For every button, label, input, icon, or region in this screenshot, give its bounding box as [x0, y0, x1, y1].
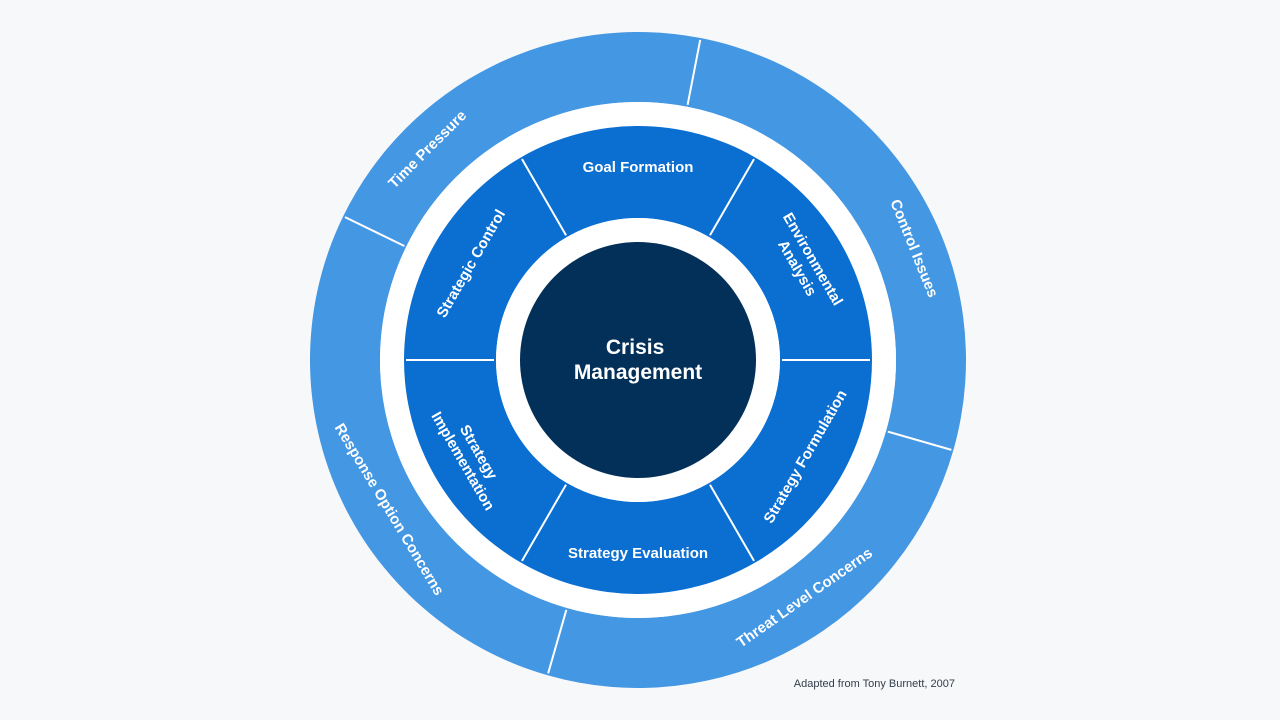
- outer-segment-response-option-concerns: [309, 216, 567, 676]
- inner-divider-4: [709, 484, 755, 562]
- inner-segment-environmental-analysis: [709, 157, 872, 360]
- inner-segment-strategy-formulation: [709, 360, 872, 563]
- center-title: Crisis Management: [574, 336, 702, 384]
- inner-segment-strategy-evaluation: [521, 482, 755, 595]
- outer-divider-3: [887, 430, 952, 451]
- outer-segment-time-pressure: [343, 32, 701, 247]
- inner-segment-goal-formation: [521, 125, 755, 238]
- inner-label-goal-formation: Goal Formation: [583, 159, 694, 176]
- center-circle: [520, 242, 756, 478]
- outer-divider-1: [344, 216, 405, 247]
- inner-label-strategy-evaluation-line-1: Strategy Evaluation: [568, 545, 708, 562]
- outer-segment-threat-level-concerns: [547, 431, 954, 688]
- outer-divider-4: [547, 609, 568, 674]
- inner-divider-2: [709, 158, 755, 236]
- source-caption: Adapted from Tony Burnett, 2007: [793, 678, 955, 690]
- outer-segment-control-issues: [687, 38, 966, 451]
- inner-divider-5: [521, 484, 567, 562]
- inner-divider-1: [521, 158, 567, 236]
- inner-segment-strategic-control: [404, 157, 567, 360]
- inner-segment-strategy-implementation: [404, 360, 567, 563]
- inner-ring: Goal FormationEnvironmentalAnalysisStrat…: [404, 125, 872, 595]
- inner-label-strategy-evaluation: Strategy Evaluation: [568, 545, 708, 562]
- center-title-line-1: Crisis: [606, 336, 664, 359]
- outer-divider-2: [686, 39, 702, 105]
- inner-label-goal-formation-line-1: Goal Formation: [583, 159, 694, 176]
- center-title-line-2: Management: [574, 361, 702, 384]
